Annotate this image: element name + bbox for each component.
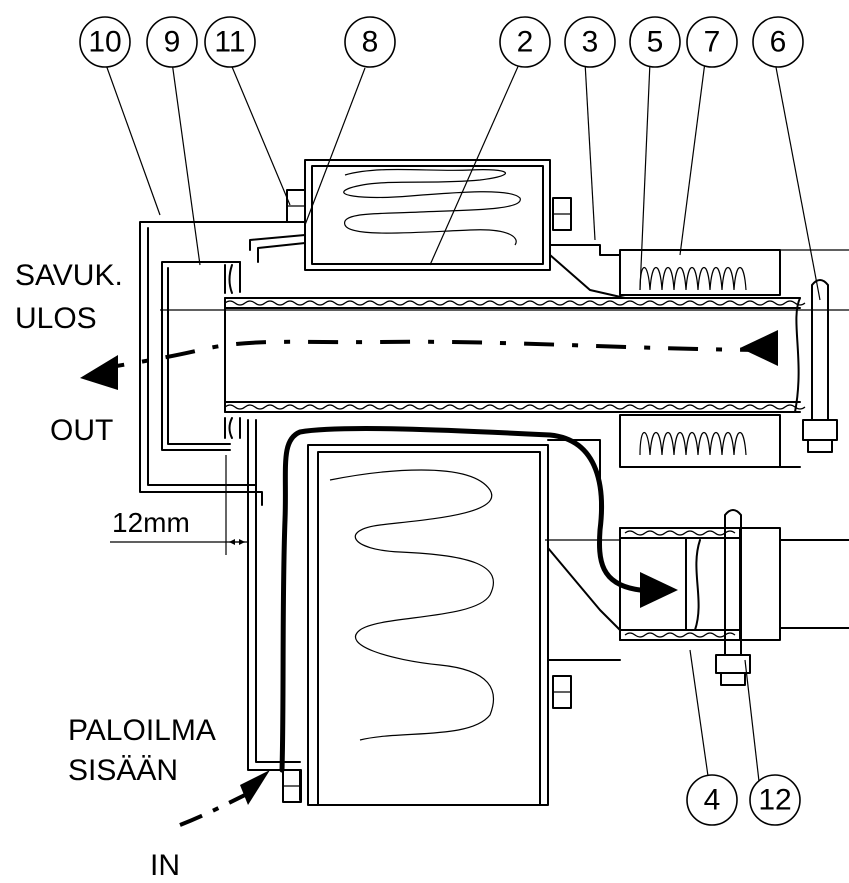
svg-text:3: 3 [582,26,599,59]
label-ulos: ULOS [15,302,97,335]
flue-gas-flow-arrow [80,330,778,390]
inlet-clamp [715,509,751,686]
callout-3: 3 [564,16,616,68]
callout-2: 2 [499,16,551,68]
svg-text:11: 11 [214,26,245,59]
combustion-air-flow-arrow [179,426,678,827]
callout-11: 11 [204,16,256,68]
bolt-top-right-icon [552,197,572,231]
bolt-top-left-icon [286,189,306,223]
svg-text:2: 2 [517,26,534,59]
callout-7: 7 [686,16,738,68]
svg-text:7: 7 [704,26,721,59]
callout-10: 10 [79,16,131,68]
callout-8: 8 [344,16,396,68]
air-inlet-pipe [545,527,849,641]
bolt-bottom-left-icon [282,769,302,803]
bolt-bottom-right-icon [552,675,572,709]
label-savuk: SAVUK. [15,259,123,292]
callout-4: 4 [686,774,738,826]
inner-casing [161,261,241,451]
callout-9: 9 [146,16,198,68]
label-out: OUT [50,414,113,447]
flue-seals [224,261,241,439]
svg-text:12: 12 [758,784,791,817]
callout-12: 12 [749,774,801,826]
lower-burner-housing [247,419,621,806]
callout-5: 5 [629,16,681,68]
svg-text:6: 6 [770,26,787,59]
flue-insulation [619,249,801,468]
label-in: IN [150,849,180,882]
leader-lines [104,61,821,791]
svg-text:5: 5 [647,26,664,59]
flue-pipe [160,249,849,413]
svg-text:4: 4 [704,784,721,817]
dimension-12mm [110,455,249,555]
svg-text:9: 9 [164,26,181,59]
label-dimension: 12mm [112,507,190,538]
svg-text:10: 10 [88,26,121,59]
svg-text:8: 8 [362,26,379,59]
flue-clamp [802,279,838,453]
outer-housing [139,221,306,506]
callout-6: 6 [752,16,804,68]
label-paloilma: PALOILMA [68,714,216,747]
label-sisaan: SISÄÄN [68,754,178,787]
